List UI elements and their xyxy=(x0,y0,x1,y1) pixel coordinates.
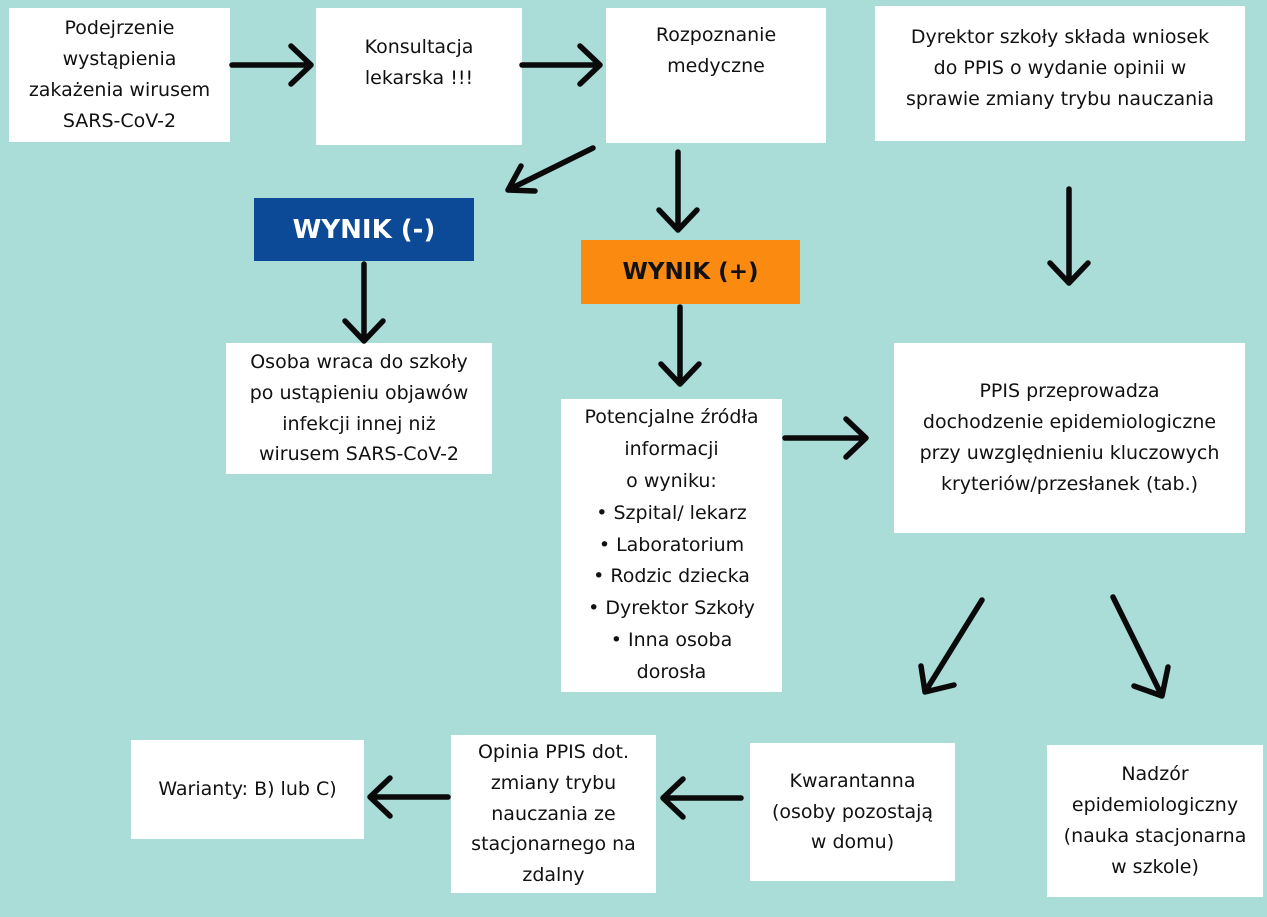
node-diagnosis: Rozpoznanie medyczne xyxy=(606,8,826,143)
node-info-line: dorosła xyxy=(636,661,707,684)
node-supervision-line: epidemiologiczny xyxy=(1071,794,1239,817)
node-quarantine-line: (osoby pozostają xyxy=(771,800,934,823)
arrow-opinion-to-variants xyxy=(367,775,451,819)
node-return-line: infekcji innej niż xyxy=(282,412,436,435)
arrow-sources-to-ppis xyxy=(782,416,869,460)
arrow-negative-to-return xyxy=(342,261,386,344)
node-suspicion-line: Podejrzenie xyxy=(64,17,175,40)
node-ppis-opinion: Opinia PPIS dot. zmiany trybu nauczania … xyxy=(451,735,656,893)
node-ppis-line: kryteriów/przesłanek (tab.) xyxy=(940,472,1199,495)
node-opinion-line: zdalny xyxy=(522,864,585,887)
arrow-ppis-to-supervision xyxy=(1110,594,1171,699)
node-quarantine: Kwarantanna (osoby pozostają w domu) xyxy=(750,743,955,881)
node-director: Dyrektor szkoły składa wniosek do PPIS o… xyxy=(875,6,1245,141)
node-supervision-line: w szkole) xyxy=(1111,855,1199,878)
node-consultation-line: lekarska !!! xyxy=(364,66,474,89)
node-ppis-line: przy uwzględnieniu kluczowych xyxy=(919,442,1220,464)
node-director-line: sprawie zmiany trybu nauczania xyxy=(905,87,1215,110)
arrow-consultation-to-diagnosis xyxy=(519,43,603,87)
node-info-line: • Szpital/ lekarz xyxy=(596,501,747,524)
result-negative: WYNIK (-) xyxy=(254,198,474,261)
arrow-quarantine-to-opinion xyxy=(660,776,744,820)
node-info-sources: Potencjalne źródła informacji o wyniku: … xyxy=(561,399,782,692)
node-consultation-line: Konsultacja xyxy=(364,36,474,58)
node-info-line: informacji xyxy=(624,437,719,460)
node-variants: Warianty: B) lub C) xyxy=(131,740,364,839)
node-opinion-line: zmiany trybu xyxy=(490,771,617,794)
node-return-line: Osoba wraca do szkoły xyxy=(250,350,468,373)
arrow-diagnosis-to-negative xyxy=(505,145,596,194)
node-suspicion-line: SARS-CoV-2 xyxy=(62,109,177,132)
node-info-line: Potencjalne źródła xyxy=(584,405,759,428)
node-info-line: • Laboratorium xyxy=(598,533,745,556)
arrow-ppis-to-quarantine xyxy=(918,597,985,695)
node-opinion-line: Opinia PPIS dot. xyxy=(477,741,630,764)
arrow-suspicion-to-consultation xyxy=(229,43,314,87)
node-info-line: o wyniku: xyxy=(626,469,717,492)
arrow-diagnosis-to-positive xyxy=(656,149,700,233)
node-ppis-line: dochodzenie epidemiologiczne xyxy=(922,411,1217,434)
arrow-positive-to-sources xyxy=(658,304,702,387)
result-positive: WYNIK (+) xyxy=(581,240,800,304)
node-ppis-investigation: PPIS przeprowadza dochodzenie epidemiolo… xyxy=(894,343,1245,533)
node-info-line: • Inna osoba xyxy=(610,629,733,652)
node-ppis-line: PPIS przeprowadza xyxy=(979,380,1160,403)
node-opinion-line: nauczania ze xyxy=(491,802,616,825)
node-quarantine-line: w domu) xyxy=(810,831,895,854)
node-return-line: po ustąpieniu objawów xyxy=(249,381,469,404)
node-supervision: Nadzór epidemiologiczny (nauka stacjonar… xyxy=(1047,745,1263,897)
node-return-line: wirusem SARS-CoV-2 xyxy=(258,443,460,466)
node-director-line: do PPIS o wydanie opinii w xyxy=(933,56,1187,79)
node-diagnosis-line: Rozpoznanie xyxy=(655,24,777,46)
node-diagnosis-line: medyczne xyxy=(667,54,765,77)
node-quarantine-line: Kwarantanna xyxy=(789,769,916,792)
node-info-line: • Rodzic dziecka xyxy=(593,565,750,588)
node-supervision-line: Nadzór xyxy=(1121,763,1189,786)
arrow-director-to-ppis xyxy=(1047,186,1091,286)
node-suspicion-line: zakażenia wirusem xyxy=(28,79,211,101)
node-consultation: Konsultacja lekarska !!! xyxy=(316,8,522,145)
node-variants-label: Warianty: B) lub C) xyxy=(158,778,337,801)
node-info-line: • Dyrektor Szkoły xyxy=(588,597,755,620)
node-opinion-line: stacjonarnego na xyxy=(471,833,636,856)
node-supervision-line: (nauka stacjonarna xyxy=(1063,825,1247,847)
node-return-to-school: Osoba wraca do szkoły po ustąpieniu obja… xyxy=(226,343,492,474)
node-suspicion: Podejrzenie wystąpienia zakażenia wiruse… xyxy=(9,8,230,142)
node-director-line: Dyrektor szkoły składa wniosek xyxy=(910,26,1210,48)
node-suspicion-line: wystąpienia xyxy=(62,48,177,71)
